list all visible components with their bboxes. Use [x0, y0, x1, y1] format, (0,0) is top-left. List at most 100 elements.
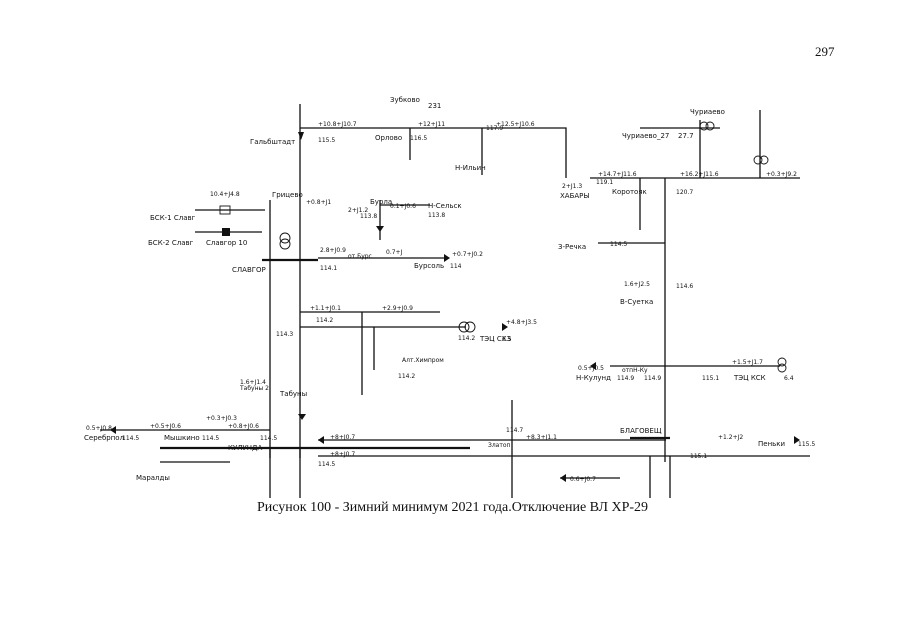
page-number: 297	[815, 44, 835, 59]
flow-value: 0.1+J0.6	[390, 203, 416, 210]
node-label: Н-Сельск	[428, 202, 462, 210]
node-label: КУЛУНДА	[228, 444, 262, 452]
node-value: 113.8	[428, 212, 445, 219]
node-label: Бурсоль	[414, 262, 444, 270]
node-label: Чуриаево_27	[622, 132, 669, 140]
node-label: Гальбштадт	[250, 138, 295, 146]
node-value: 114.6	[676, 283, 693, 290]
flow-value: 10.4+J4.8	[210, 191, 240, 198]
flow-value: 2.8+J0.9	[320, 247, 346, 254]
node-label: Грицево	[272, 191, 303, 199]
node-label: Н-Ильин	[455, 164, 486, 172]
flow-value: +1.1+J0.1	[310, 305, 341, 312]
node-label: Мышкино	[164, 434, 200, 442]
node-label: Табуны 2	[239, 385, 269, 392]
node-label: БЛАГОВЕЩ	[620, 427, 662, 435]
node-value: 120.7	[676, 189, 693, 196]
bus-value: 114.5	[318, 461, 335, 468]
node-value: 114	[450, 263, 462, 270]
bsk-1-capacitor	[219, 205, 231, 215]
bus-value: 115.5	[318, 137, 335, 144]
flow-value: +0.8+J0.6	[228, 423, 259, 430]
flow-value: 1.6+J1.4	[240, 379, 266, 386]
bus-value: 113.8	[360, 213, 377, 220]
node-value: 6.5	[502, 336, 512, 343]
flow-value: +2.9+J0.9	[382, 305, 413, 312]
transformer-slavgorod	[279, 232, 291, 250]
node-value: 231	[428, 102, 441, 110]
flow-value: +8.3+J1.1	[526, 434, 557, 441]
node-value: 114.9	[644, 375, 661, 382]
bsk-2-capacitor	[222, 228, 230, 236]
flow-value: +10.8+J10.7	[318, 121, 357, 128]
flow-value: +12.5+J10.6	[496, 121, 535, 128]
bus-value: 114.2	[316, 317, 333, 324]
node-label: Коротояк	[612, 188, 647, 196]
node-label: БСК-1 Славг	[150, 214, 196, 222]
node-label: З-Речка	[558, 243, 586, 251]
bus-value: 114.5	[610, 241, 627, 248]
node-value: 115.5	[798, 441, 815, 448]
flow-value: +0.3+J0.3	[206, 415, 237, 422]
node-label: Орлово	[375, 134, 402, 142]
node-label: отпН-Ку	[622, 367, 648, 374]
bus-value: 116.5	[410, 135, 427, 142]
flow-value: +8+J0.7	[330, 451, 355, 458]
transformer-tecshz	[458, 321, 476, 333]
bus-value: 114.7	[506, 427, 523, 434]
node-label: Пеньки	[758, 440, 785, 448]
flow-value: +0.5+J0.6	[150, 423, 181, 430]
node-value: 114.5	[122, 435, 139, 442]
flow-value: +1.5+J1.7	[732, 359, 763, 366]
figure-caption: Рисунок 100 - Зимний минимум 2021 года.О…	[256, 500, 649, 515]
node-label: Зубково	[390, 96, 420, 104]
node-label: Н-Кулунд	[576, 374, 611, 382]
transformer-churiaevo	[699, 121, 769, 165]
flow-value: +4.8+J3.5	[506, 319, 537, 326]
line-galbshtadt-khabary	[300, 127, 567, 178]
node-label: Серебрпол	[84, 434, 124, 442]
bus-value: 117.9	[486, 125, 503, 132]
bus-value: 114.2	[458, 335, 475, 342]
node-label: СЛАВГОР	[232, 266, 266, 274]
transformer-tecksk	[777, 357, 787, 373]
node-label: Маралды	[136, 474, 170, 482]
node-label: Златоп	[488, 442, 511, 449]
node-value: 114.9	[617, 375, 634, 382]
bus-value: 115.1	[702, 375, 719, 382]
flow-value: 1.6+J2.5	[624, 281, 650, 288]
node-value: 119.1	[596, 179, 613, 186]
node-label: Алт.Химпром	[402, 357, 444, 364]
node-value: 27.7	[678, 132, 694, 140]
flow-value: +0.3+J9.2	[766, 171, 797, 178]
flow-value: 2+J1.3	[562, 183, 582, 190]
flow-value: 0.5+J0.8	[86, 425, 112, 432]
node-label: ТЭЦ СХЗ	[479, 335, 512, 343]
node-label: Табуны	[279, 390, 307, 398]
flow-value: +0.7+J0.2	[452, 251, 483, 258]
flow-value: +0.8+J1	[306, 199, 331, 206]
node-label: от.Бурс	[348, 253, 372, 260]
flow-value: 0.7+J	[386, 249, 403, 256]
node-label: ТЭЦ КСК	[733, 374, 766, 382]
bus-value: 114.3	[276, 331, 293, 338]
bus-value: 115.1	[690, 453, 707, 460]
flow-value: +8+J0.7	[330, 434, 355, 441]
node-label: ХАБАРЫ	[560, 192, 590, 200]
flow-value: +14.7+J11.6	[598, 171, 637, 178]
flow-value: 2+J1.2	[348, 207, 368, 214]
node-label: В-Суетка	[620, 298, 653, 306]
node-value: 114.5	[202, 435, 219, 442]
node-label: Славгор 10	[206, 239, 247, 247]
flow-value: +1.2+J2	[718, 434, 743, 441]
node-label: Бурла	[370, 198, 392, 206]
flow-value: +16.2+J11.6	[680, 171, 719, 178]
bus-value: 114.5	[260, 435, 277, 442]
flow-arrows	[110, 132, 800, 482]
flow-value: 0.6+J0.7	[570, 476, 596, 483]
node-value: 114.2	[398, 373, 415, 380]
node-label: БСК-2 Славг	[148, 239, 194, 247]
flow-value: 0.5+J0.5	[578, 365, 604, 372]
bus-value: 114.1	[320, 265, 337, 272]
